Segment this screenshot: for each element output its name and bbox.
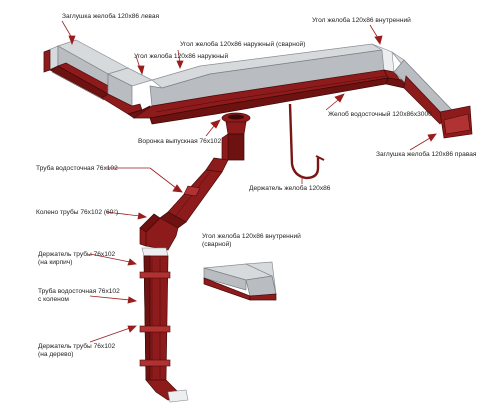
pipe-upper-part [159, 157, 229, 229]
gutter-left-segment [49, 39, 129, 101]
label-pipe-bend-2: с коленом [38, 296, 69, 303]
label-pipe-bend-1: Труба водосточная 76x102 [38, 287, 120, 295]
label-corner-inner-top: Угол желоба 120x86 внутренний [312, 16, 411, 24]
label-elbow: Колено трубы 76x102 (60°) [36, 208, 118, 216]
label-corner-inner-welded-1: Угол желоба 120x86 внутренний [202, 232, 301, 240]
corner-inner-part [371, 43, 407, 89]
labels: Заглушка желоба 120x86 левая Угол желоба… [36, 12, 477, 358]
label-holder-wood-2: (на дерево) [38, 351, 73, 358]
label-end-cap-right: Заглушка желоба 120x86 правая [376, 150, 477, 158]
label-corner-inner-welded-2: (сварной) [202, 240, 231, 248]
gutter-assembly [43, 39, 473, 139]
label-corner-outer-welded: Угол желоба 120x86 наружный (сварной) [180, 40, 305, 48]
label-gutter: Желоб водосточный 120x86x3000 [328, 110, 432, 118]
label-holder-brick-2: (на кирпич) [38, 259, 72, 266]
label-corner-outer: Угол желоба 120x86 наружный [134, 52, 228, 60]
corner-inner-welded-part [203, 261, 277, 301]
gutter-long-segment [132, 43, 389, 125]
gutter-right-segment [391, 51, 453, 125]
label-funnel: Воронка выпускная 76x102 [138, 138, 221, 145]
label-holder-brick-1: Держатель трубы 76x102 [38, 250, 116, 258]
label-gutter-holder: Держатель желоба 120x86 [249, 184, 331, 192]
funnel-part [221, 112, 251, 163]
end-cap-right-part [439, 105, 473, 139]
gutter-holder-part [288, 103, 325, 180]
pipe-vertical-part [139, 247, 189, 403]
elbow-part [139, 213, 179, 251]
label-holder-wood-1: Держатель трубы 76x102 [38, 342, 116, 350]
corner-outer-part [101, 67, 153, 119]
label-end-cap-left: Заглушка желоба 120x86 левая [62, 12, 160, 20]
leader-lines [61, 20, 437, 343]
label-pipe: Труба водосточная 76x102 [36, 164, 118, 172]
